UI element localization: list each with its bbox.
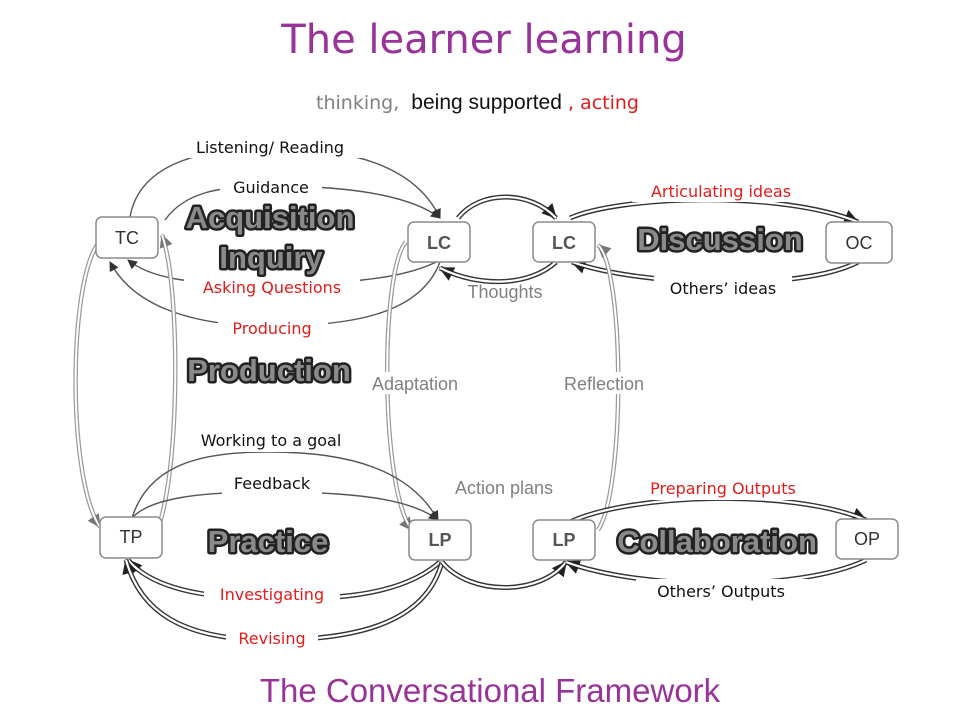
arrow-tc-tp [73,243,102,529]
category-practice: Practice [208,524,329,559]
node-tp-label: TP [119,527,142,547]
subtitle-thinking: thinking, [316,92,399,114]
footer-title: The Conversational Framework [260,672,721,709]
node-oc-label: OC [846,233,873,253]
label-others-ideas: Others’ ideas [670,279,777,298]
arc-working-to-a-goal [131,451,439,521]
label-revising: Revising [238,629,305,648]
label-producing: Producing [232,319,311,338]
node-oc: OC [825,221,893,264]
label-others-outputs: Others’ Outputs [657,582,785,601]
label-action-plans: Action plans [455,478,553,498]
node-op-label: OP [854,529,880,549]
label-thoughts: Thoughts [467,282,542,302]
category-collaboration: Collaboration [617,524,817,559]
node-lc-left-label: LC [427,233,451,253]
arrow-thoughts [438,260,558,285]
node-lc-left: LC [407,221,471,263]
label-investigating: Investigating [220,585,324,604]
label-listening-reading: Listening/ Reading [196,138,344,157]
label-articulating-ideas: Articulating ideas [651,182,791,201]
node-op: OP [835,518,899,560]
label-reflection: Reflection [564,374,644,394]
arrow-lp-lp-bottom [440,560,568,590]
label-feedback: Feedback [234,474,311,493]
arc-feedback [131,491,439,521]
page-title: The learner learning [280,17,686,63]
arrow-preparing-outputs [568,495,868,525]
category-inquiry: Inquiry [219,240,323,275]
node-lp-right-label: LP [552,530,575,550]
node-lp-right: LP [532,519,596,561]
arrow-articulating-ideas [568,197,860,225]
label-asking-questions: Asking Questions [203,278,341,297]
node-tc: TC [95,216,159,259]
node-tc-label: TC [115,228,139,248]
node-lp-left-label: LP [428,530,451,550]
label-working-to-a-goal: Working to a goal [201,431,342,450]
label-adaptation: Adaptation [372,374,458,394]
category-acquisition: Acquisition [186,200,355,235]
label-guidance: Guidance [233,178,309,197]
label-preparing-outputs: Preparing Outputs [650,479,796,498]
node-lc-right-label: LC [552,233,576,253]
subtitle-being-supported: being supported [411,91,562,114]
category-production: Production [187,353,351,388]
node-tp: TP [99,516,163,559]
category-discussion: Discussion [637,222,802,257]
node-lp-left: LP [408,519,472,561]
subtitle-acting: , acting [568,92,639,114]
subtitle: thinking, being supported , acting [316,91,639,114]
edge-labels: Listening/ Reading Guidance Asking Quest… [176,134,818,650]
node-lc-right: LC [532,221,596,263]
